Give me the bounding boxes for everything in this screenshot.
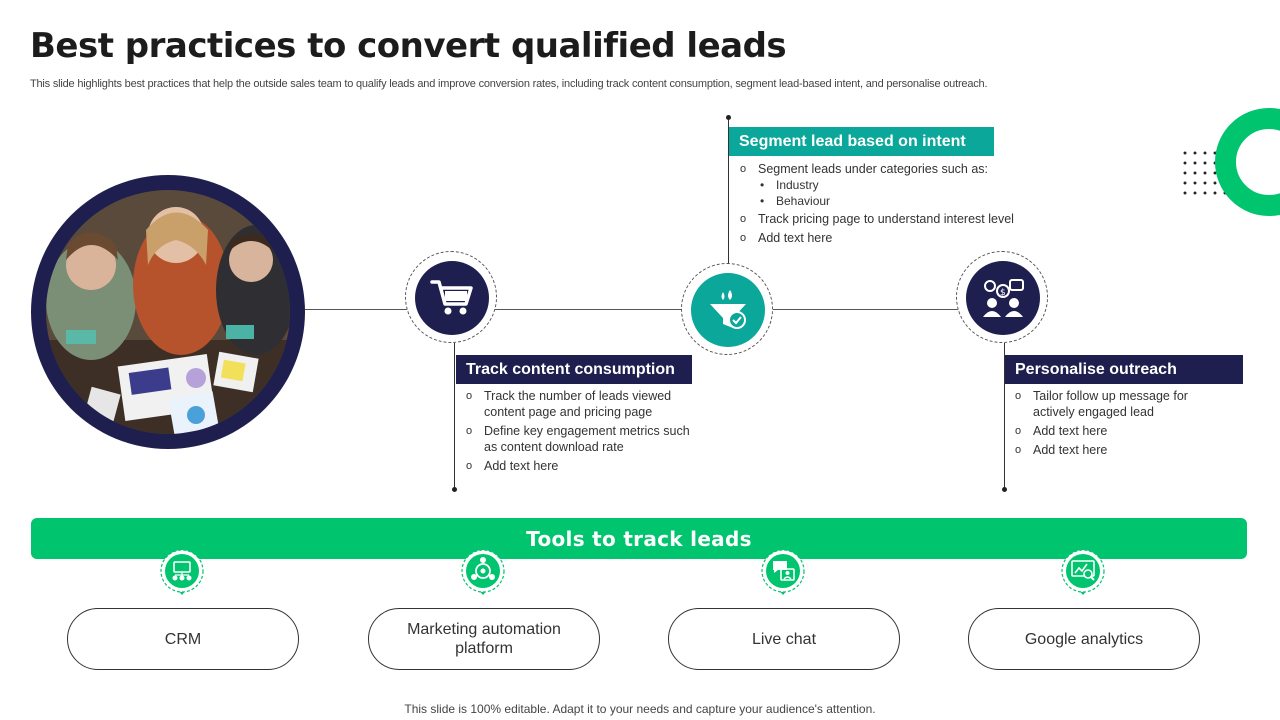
- timeline-line: [300, 309, 1000, 310]
- segment-icon-badge: [681, 263, 773, 355]
- crm-icon: [160, 549, 204, 595]
- page-title: Best practices to convert qualified lead…: [30, 26, 787, 66]
- list-item: Add text here: [738, 230, 1058, 246]
- list-item: Track the number of leads viewed content…: [464, 388, 692, 420]
- personalise-icon-badge: $: [956, 251, 1048, 343]
- analytics-icon: [1061, 549, 1105, 595]
- funnel-icon: [691, 273, 765, 347]
- list-item: Define key engagement metrics such as co…: [464, 423, 692, 455]
- team-photo: [46, 190, 290, 434]
- segment-bullets: Segment leads under categories such as: …: [738, 161, 1058, 249]
- personalise-connector-dot: [1002, 487, 1007, 492]
- tools-heading-bar: Tools to track leads: [31, 518, 1247, 559]
- segment-connector-dot: [726, 115, 731, 120]
- list-item: Tailor follow up message for actively en…: [1013, 388, 1233, 420]
- page-subtitle: This slide highlights best practices tha…: [30, 78, 988, 90]
- tool-live-chat: Live chat: [668, 608, 900, 670]
- shopping-cart-icon: [415, 261, 489, 335]
- sub-list-item: Industry: [738, 177, 1058, 193]
- chat-icon: [761, 549, 805, 595]
- track-content-bullets: Track the number of leads viewed content…: [464, 388, 692, 477]
- segment-connector: [728, 118, 729, 264]
- personalise-bullets: Tailor follow up message for actively en…: [1013, 388, 1233, 461]
- track-content-icon-badge: [405, 251, 497, 343]
- list-item: Add text here: [1013, 423, 1233, 439]
- decorative-green-ring: [1215, 108, 1280, 216]
- list-item: Add text here: [464, 458, 692, 474]
- list-item: Add text here: [1013, 442, 1233, 458]
- list-item: Segment leads under categories such as:: [738, 161, 1058, 177]
- svg-text:$: $: [1000, 288, 1006, 298]
- automation-icon: [461, 549, 505, 595]
- tool-marketing-automation: Marketing automation platform: [368, 608, 600, 670]
- sub-list-item: Behaviour: [738, 193, 1058, 209]
- track-content-connector-dot: [452, 487, 457, 492]
- track-content-connector: [454, 343, 455, 490]
- track-content-heading: Track content consumption: [456, 355, 692, 384]
- team-photo-frame: [31, 175, 305, 449]
- personalise-connector: [1004, 343, 1005, 490]
- tool-google-analytics: Google analytics: [968, 608, 1200, 670]
- team-network-icon: $: [966, 261, 1040, 335]
- list-item: Track pricing page to understand interes…: [738, 211, 1058, 227]
- tool-crm: CRM: [67, 608, 299, 670]
- personalise-heading: Personalise outreach: [1005, 355, 1243, 384]
- footer-note: This slide is 100% editable. Adapt it to…: [404, 702, 876, 716]
- segment-heading: Segment lead based on intent: [729, 127, 994, 156]
